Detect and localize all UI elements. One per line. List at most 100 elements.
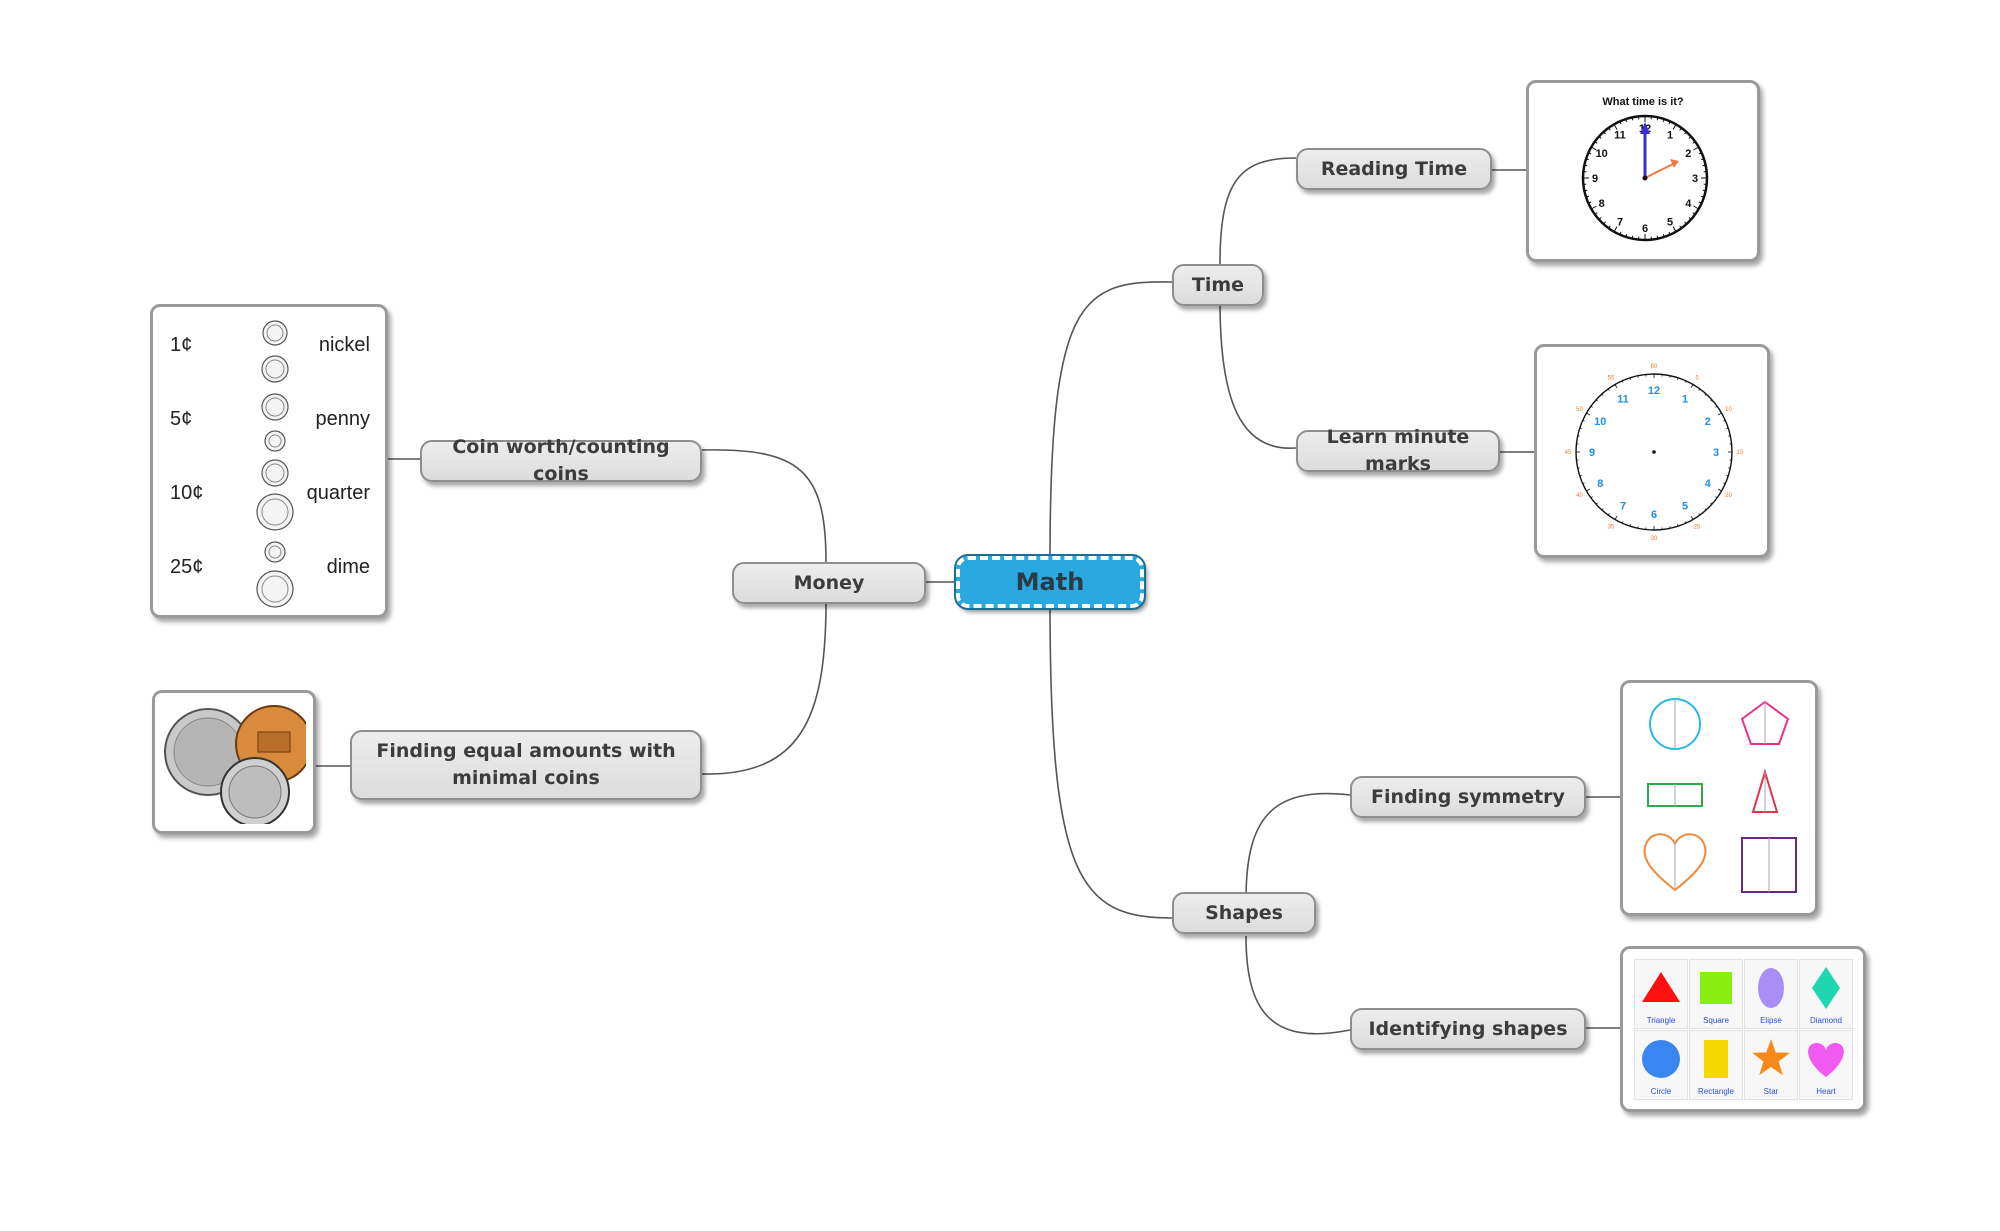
node-finding-symmetry[interactable]: Finding symmetry (1350, 776, 1586, 818)
clock-number: 3 (1692, 173, 1698, 185)
coin-row: 5¢ penny (160, 392, 378, 462)
hour-number: 12 (1648, 385, 1660, 397)
node-minute-marks-label: Learn minute marks (1326, 426, 1470, 475)
rectangle-icon (1704, 1040, 1728, 1078)
clock-number: 2 (1685, 148, 1691, 160)
shape-card: Square (1689, 959, 1743, 1029)
minute-label: 15 (1737, 450, 1744, 456)
coin-amount: 10¢ (170, 482, 204, 504)
node-identifying-shapes[interactable]: Identifying shapes (1350, 1008, 1586, 1050)
hour-number: 4 (1705, 478, 1712, 490)
minute-label: 10 (1725, 407, 1732, 413)
hour-number: 6 (1651, 509, 1657, 521)
coin-amount: 25¢ (170, 556, 204, 578)
hour-number: 7 (1620, 501, 1626, 513)
node-money[interactable]: Money (732, 562, 926, 604)
shape-card-label: Elipse (1760, 1016, 1782, 1025)
node-identifying-shapes-label: Identifying shapes (1368, 1017, 1568, 1040)
connector-time-reading (1219, 157, 1297, 265)
connector-shapes-symmetry (1245, 792, 1351, 901)
clock-number: 9 (1592, 173, 1598, 185)
minute-label: 30 (1651, 536, 1658, 542)
shape-card-label: Square (1703, 1016, 1729, 1025)
node-shapes[interactable]: Shapes (1172, 892, 1316, 934)
hour-number: 10 (1594, 416, 1606, 428)
root-label: Math (1015, 568, 1085, 596)
minute-label: 20 (1725, 493, 1732, 499)
node-equal-amounts-label: Finding equal amounts with minimal coins (376, 740, 676, 789)
clock-number: 7 (1617, 216, 1623, 228)
coin-row: 10¢ quarter (160, 466, 378, 536)
clock-number: 11 (1614, 130, 1626, 142)
star-icon (1752, 1039, 1790, 1076)
minute-label: 40 (1576, 493, 1583, 499)
hour-number: 8 (1597, 478, 1603, 490)
shape-card-label: Diamond (1809, 1016, 1842, 1025)
coin-amount: 1¢ (170, 334, 193, 356)
minute-label: 55 (1608, 376, 1615, 382)
triangle-icon (1642, 972, 1680, 1002)
symmetry-shapes-image[interactable] (1620, 680, 1818, 916)
minute-label: 35 (1608, 524, 1615, 530)
shape-card: Diamond (1799, 959, 1853, 1029)
coin-icon (264, 430, 286, 452)
connector-time-minute (1219, 301, 1297, 449)
hour-number: 3 (1713, 447, 1719, 459)
node-reading-time[interactable]: Reading Time (1296, 148, 1492, 190)
node-minute-marks[interactable]: Learn minute marks (1296, 426, 1500, 475)
shape-card: Rectangle (1689, 1030, 1743, 1100)
hour-number: 11 (1617, 393, 1629, 405)
coin-chart-image[interactable]: 1¢ nickel 5¢ penny 10¢ quarter 25¢ dime (150, 304, 388, 618)
ellipse-icon (1758, 968, 1784, 1008)
shape-card: Elipse (1744, 959, 1798, 1029)
clock-number: 8 (1599, 198, 1605, 210)
node-reading-time-label: Reading Time (1320, 157, 1468, 180)
node-time[interactable]: Time (1172, 264, 1264, 306)
clock-number: 10 (1596, 148, 1608, 160)
root-node-math[interactable]: Math (954, 554, 1146, 610)
square-icon (1700, 972, 1732, 1004)
node-coin-worth[interactable]: Coin worth/counting coins (420, 436, 702, 485)
coin-row: 25¢ dime (160, 540, 378, 608)
connector-money-coinworth (701, 449, 827, 563)
minute-label: 5 (1695, 376, 1699, 382)
shape-card: Circle (1634, 1030, 1688, 1100)
connector-math-shapes (1049, 603, 1173, 919)
connector-money-equal (701, 601, 827, 775)
minute-label: 50 (1576, 407, 1583, 413)
node-coin-worth-label: Coin worth/counting coins (452, 436, 670, 485)
symmetry-shapes (1643, 698, 1797, 893)
hour-number: 1 (1682, 393, 1688, 405)
minute-label: 25 (1694, 524, 1701, 530)
node-equal-amounts[interactable]: Finding equal amounts with minimal coins (350, 730, 702, 800)
clock-number: 4 (1685, 198, 1692, 210)
hour-number: 5 (1682, 501, 1688, 513)
shape-card-label: Star (1763, 1087, 1779, 1096)
coin-name: dime (326, 556, 370, 578)
shape-card-label: Heart (1816, 1087, 1836, 1096)
coin-row: 1¢ nickel (160, 318, 378, 388)
clock-number: 5 (1667, 216, 1673, 228)
shape-card: Heart (1799, 1030, 1853, 1100)
coins-photo-image[interactable] (152, 690, 316, 834)
clock-number: 6 (1642, 223, 1648, 235)
coin-icon (264, 541, 286, 563)
clock-number: 1 (1667, 130, 1673, 142)
diamond-icon (1812, 967, 1840, 1009)
connector-math-time (1049, 281, 1173, 561)
clock-quiz-title: What time is it? (1602, 96, 1684, 108)
shape-card-label: Triangle (1646, 1016, 1676, 1025)
node-time-label: Time (1191, 273, 1245, 296)
node-shapes-label: Shapes (1205, 901, 1283, 924)
minute-label: 60 (1651, 364, 1658, 370)
shape-card-label: Rectangle (1697, 1087, 1735, 1096)
hour-number: 9 (1589, 447, 1595, 459)
heart-icon (1808, 1043, 1844, 1077)
